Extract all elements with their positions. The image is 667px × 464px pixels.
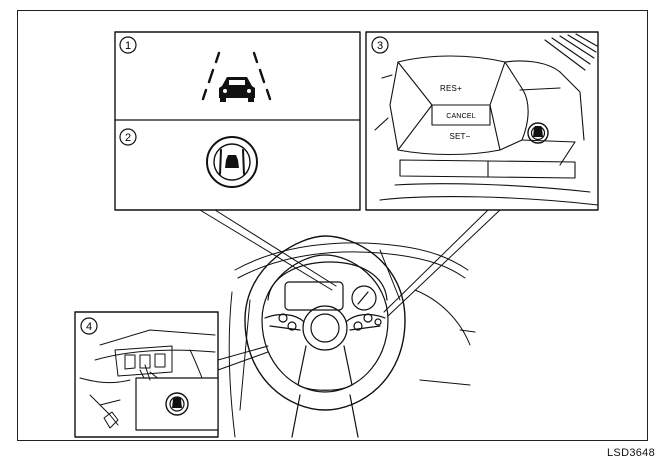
- callout-panel-switches: [365, 31, 599, 211]
- lane-keep-car-indicator-icon: [201, 51, 272, 101]
- dashboard-background: [228, 242, 476, 438]
- car-icon: [219, 77, 255, 102]
- callout-circle-4: [80, 317, 98, 335]
- steering-switch-panel: [374, 33, 599, 206]
- callout-number-1: 1: [125, 40, 131, 52]
- steering-wheel-icon: [244, 235, 406, 411]
- callout-number-4: 4: [86, 321, 92, 333]
- leader-lines: [199, 209, 501, 371]
- callout-panel-display: [114, 31, 361, 211]
- illustration-frame: [17, 10, 648, 441]
- instrument-cluster: [267, 261, 388, 311]
- callout-circle-1: [119, 36, 137, 54]
- steering-column: [291, 394, 359, 438]
- set-minus-label: SET−: [449, 132, 470, 141]
- lane-departure-warning-switch-icon: [206, 136, 258, 188]
- callout-number-3: 3: [377, 40, 383, 52]
- figure-code: LSD3648: [607, 447, 655, 459]
- lane-departure-switch-small-icon: [527, 122, 549, 144]
- callout-circle-3: [371, 36, 389, 54]
- callout-circle-2: [119, 128, 137, 146]
- res-plus-label: RES+: [440, 84, 462, 93]
- cancel-label: CANCEL: [446, 113, 476, 120]
- dashboard-switch-icon: [165, 392, 189, 416]
- callout-number-2: 2: [125, 132, 131, 144]
